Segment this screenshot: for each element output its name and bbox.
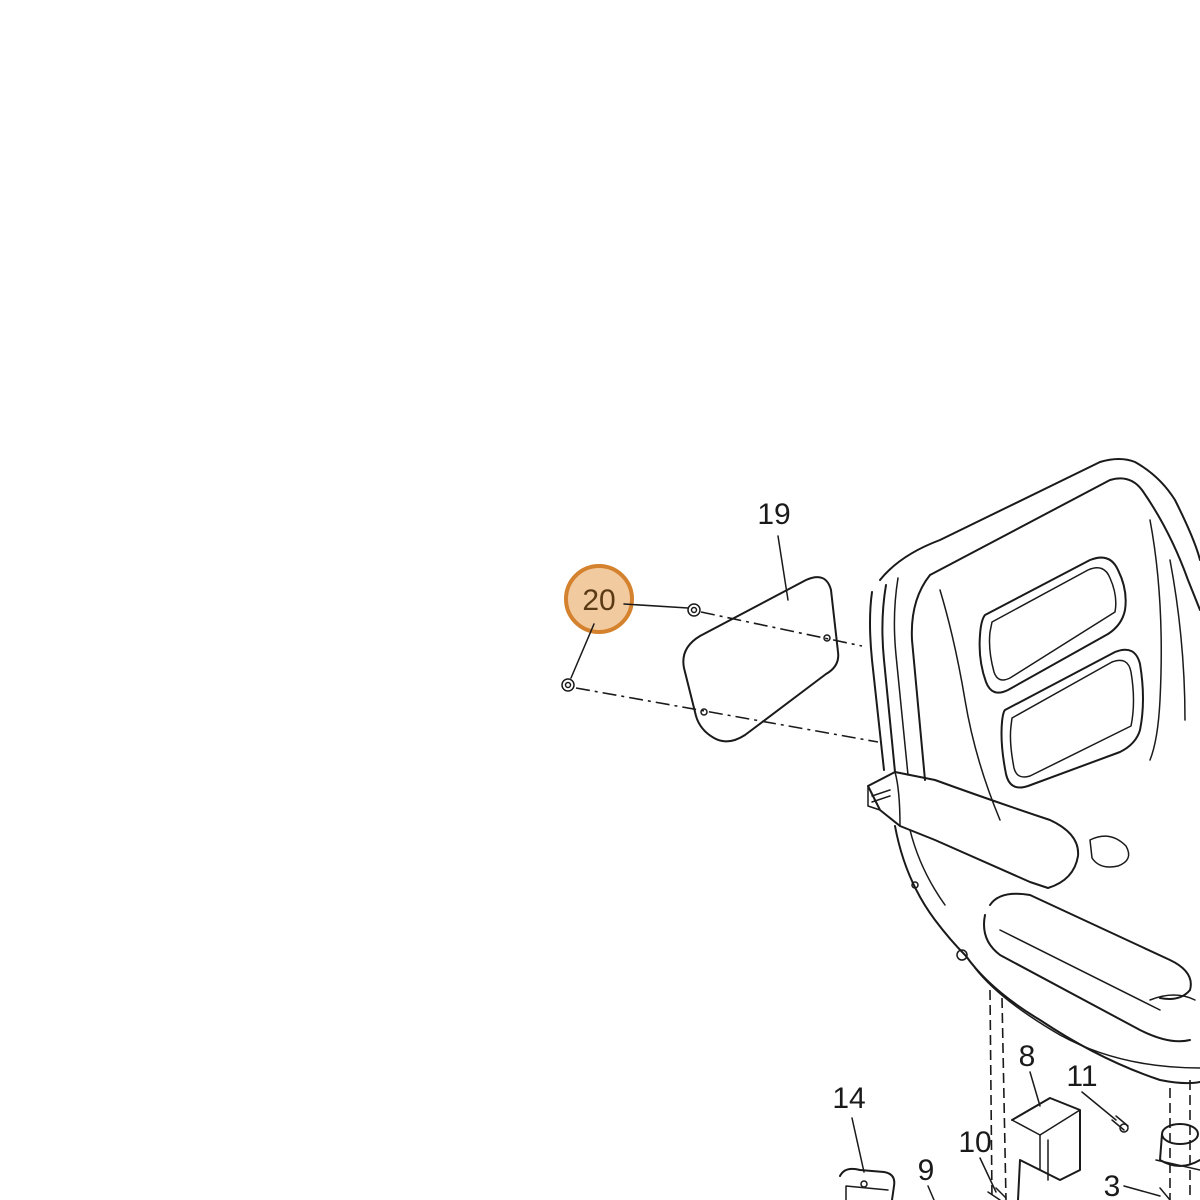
leader-20-upper <box>623 603 689 609</box>
seat-assembly[interactable] <box>867 458 1200 1085</box>
callout-11[interactable]: 11 <box>1066 1060 1097 1093</box>
leader-19 <box>777 535 789 601</box>
leader-11 <box>1081 1091 1117 1121</box>
leader-10 <box>979 1157 997 1193</box>
leader-3 <box>1123 1185 1161 1197</box>
centerline-seat-left-2 <box>1001 997 1007 1200</box>
part-10-fastener[interactable] <box>987 1187 1007 1200</box>
part-3-hardware[interactable] <box>1155 1123 1200 1200</box>
leader-9 <box>927 1185 935 1200</box>
callout-14[interactable]: 14 <box>832 1082 865 1115</box>
leader-20-lower <box>570 623 595 679</box>
callout-3[interactable]: 3 <box>1104 1170 1121 1200</box>
part-19-plate[interactable] <box>682 576 840 743</box>
part-20-screw-lower[interactable] <box>561 678 575 692</box>
callout-20[interactable]: 20 <box>582 584 615 617</box>
centerline-lower <box>575 687 879 743</box>
callout-8[interactable]: 8 <box>1019 1040 1036 1073</box>
highlight-circle-part-20[interactable] <box>564 564 634 634</box>
centerline-upper <box>700 611 863 647</box>
callout-10[interactable]: 10 <box>958 1126 991 1159</box>
leader-8 <box>1029 1071 1041 1107</box>
centerline-seat-left <box>989 989 993 1200</box>
part-11-screw[interactable] <box>1111 1115 1129 1133</box>
callout-9[interactable]: 9 <box>918 1154 935 1187</box>
part-8-bracket[interactable] <box>1011 1097 1081 1200</box>
leader-14 <box>851 1117 865 1173</box>
callout-19[interactable]: 19 <box>757 498 790 531</box>
part-14-clip[interactable] <box>839 1167 896 1200</box>
part-20-screw-upper[interactable] <box>687 603 701 617</box>
